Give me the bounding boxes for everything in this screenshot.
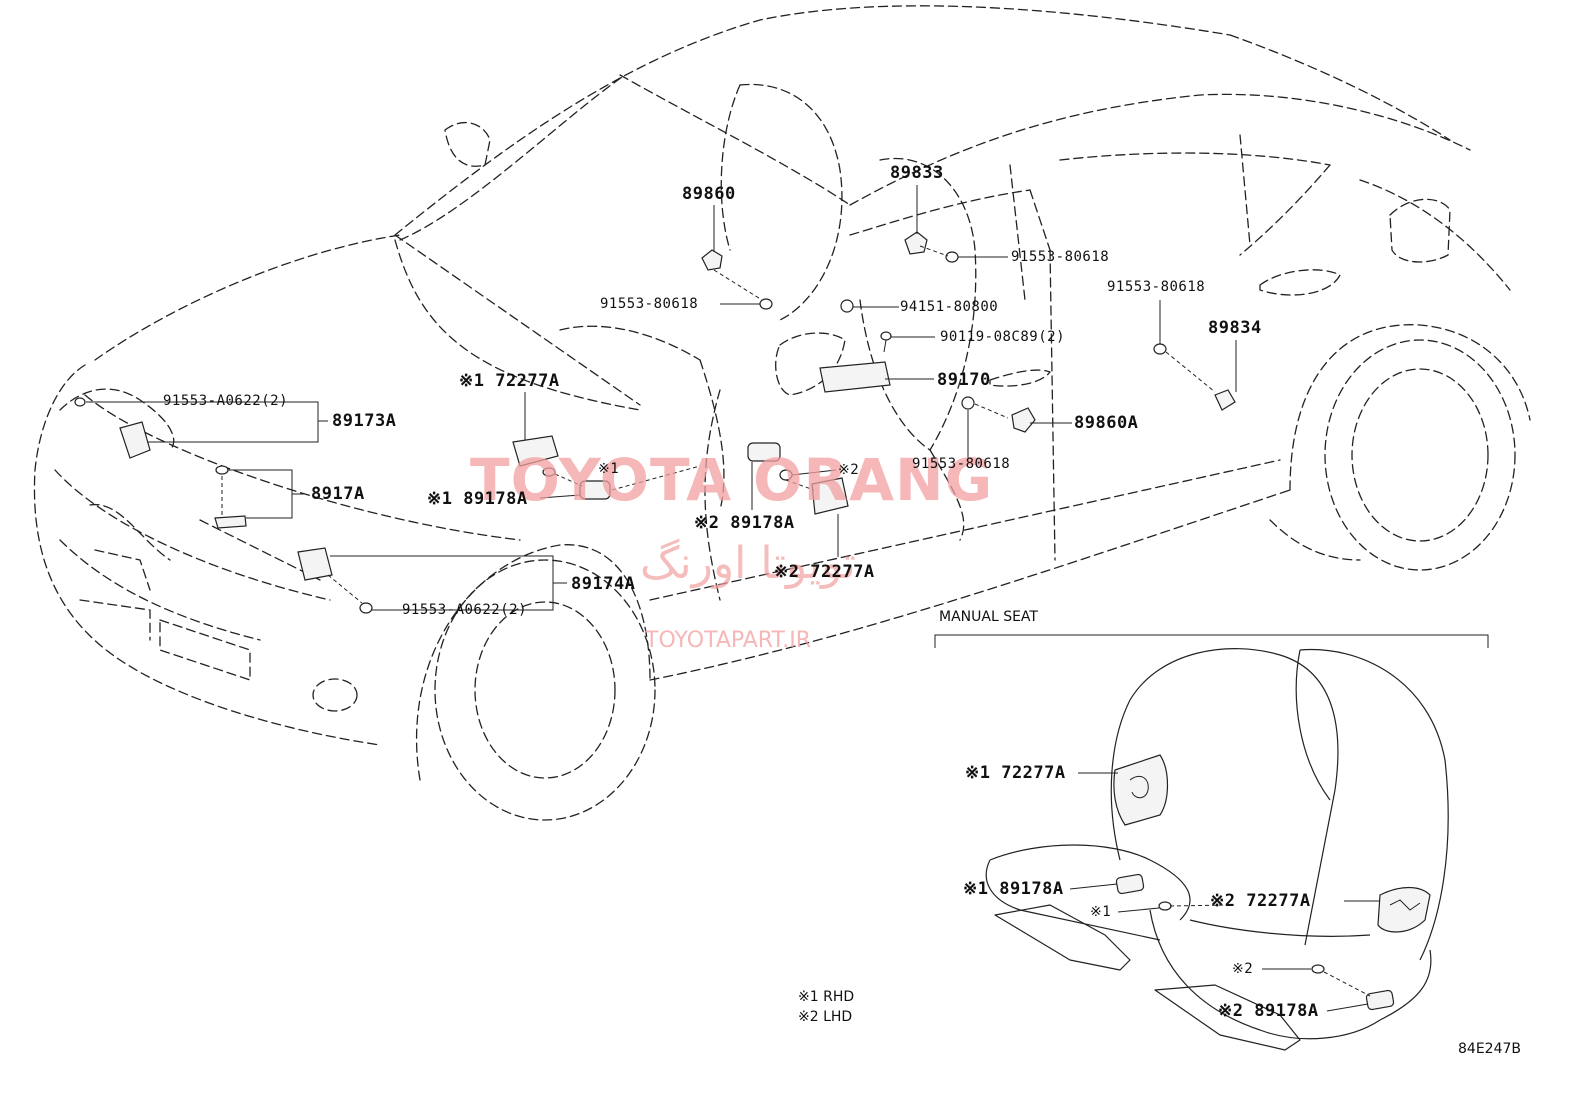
label-72277A-lhd: ※2 72277A xyxy=(774,562,875,582)
label-mark-2: ※2 xyxy=(838,462,860,478)
label-89174A: 89174A xyxy=(571,574,636,594)
label-91553-80618-b: 91553-80618 xyxy=(600,296,699,312)
seat-label-mark-2: ※2 xyxy=(1232,961,1254,977)
label-89860: 89860 xyxy=(682,184,736,204)
seat-label-89178A-rhd: ※1 89178A xyxy=(963,879,1064,899)
manual-seat-outline xyxy=(934,634,1489,1051)
seat-label-mark-1: ※1 xyxy=(1090,904,1112,920)
label-72277A-rhd: ※1 72277A xyxy=(459,371,560,391)
watermark-persian: تویوتا اورنگ xyxy=(640,538,856,589)
legend-lhd: ※2 LHD xyxy=(798,1009,853,1025)
watermark-site: TOYOTAPART.IR xyxy=(645,628,812,653)
label-90119-08C89: 90119-08C89(2) xyxy=(940,329,1066,345)
label-91553-A0622-a: 91553-A0622(2) xyxy=(163,393,289,409)
legend-rhd: ※1 RHD xyxy=(798,989,855,1005)
leader-lines xyxy=(86,185,1380,1012)
watermark-brand: TOYOTA ORANG xyxy=(470,446,994,514)
label-91553-80618-c: 91553-80618 xyxy=(1107,279,1206,295)
seat-label-89178A-lhd: ※2 89178A xyxy=(1218,1001,1319,1021)
car-body-outline xyxy=(33,5,1531,821)
label-94151-80800: 94151-80800 xyxy=(900,299,999,315)
seat-label-72277A-rhd: ※1 72277A xyxy=(965,763,1066,783)
label-89833: 89833 xyxy=(890,163,944,183)
label-89170: 89170 xyxy=(937,370,991,390)
label-91553-A0622-b: 91553-A0622(2) xyxy=(402,602,528,618)
seat-label-72277A-lhd: ※2 72277A xyxy=(1210,891,1311,911)
label-91553-80618-d: 91553-80618 xyxy=(912,456,1011,472)
figure-code: 84E247B xyxy=(1458,1041,1521,1057)
label-89860A: 89860A xyxy=(1074,413,1139,433)
label-8917A: 8917A xyxy=(311,484,365,504)
label-mark-1: ※1 xyxy=(598,461,620,477)
component-parts xyxy=(74,231,1236,614)
label-89178A-rhd: ※1 89178A xyxy=(427,489,528,509)
manual-seat-title: MANUAL SEAT xyxy=(939,609,1038,625)
label-89178A-lhd: ※2 89178A xyxy=(694,513,795,533)
label-89834: 89834 xyxy=(1208,318,1262,338)
label-91553-80618-a: 91553-80618 xyxy=(1011,249,1110,265)
label-89173A: 89173A xyxy=(332,411,397,431)
